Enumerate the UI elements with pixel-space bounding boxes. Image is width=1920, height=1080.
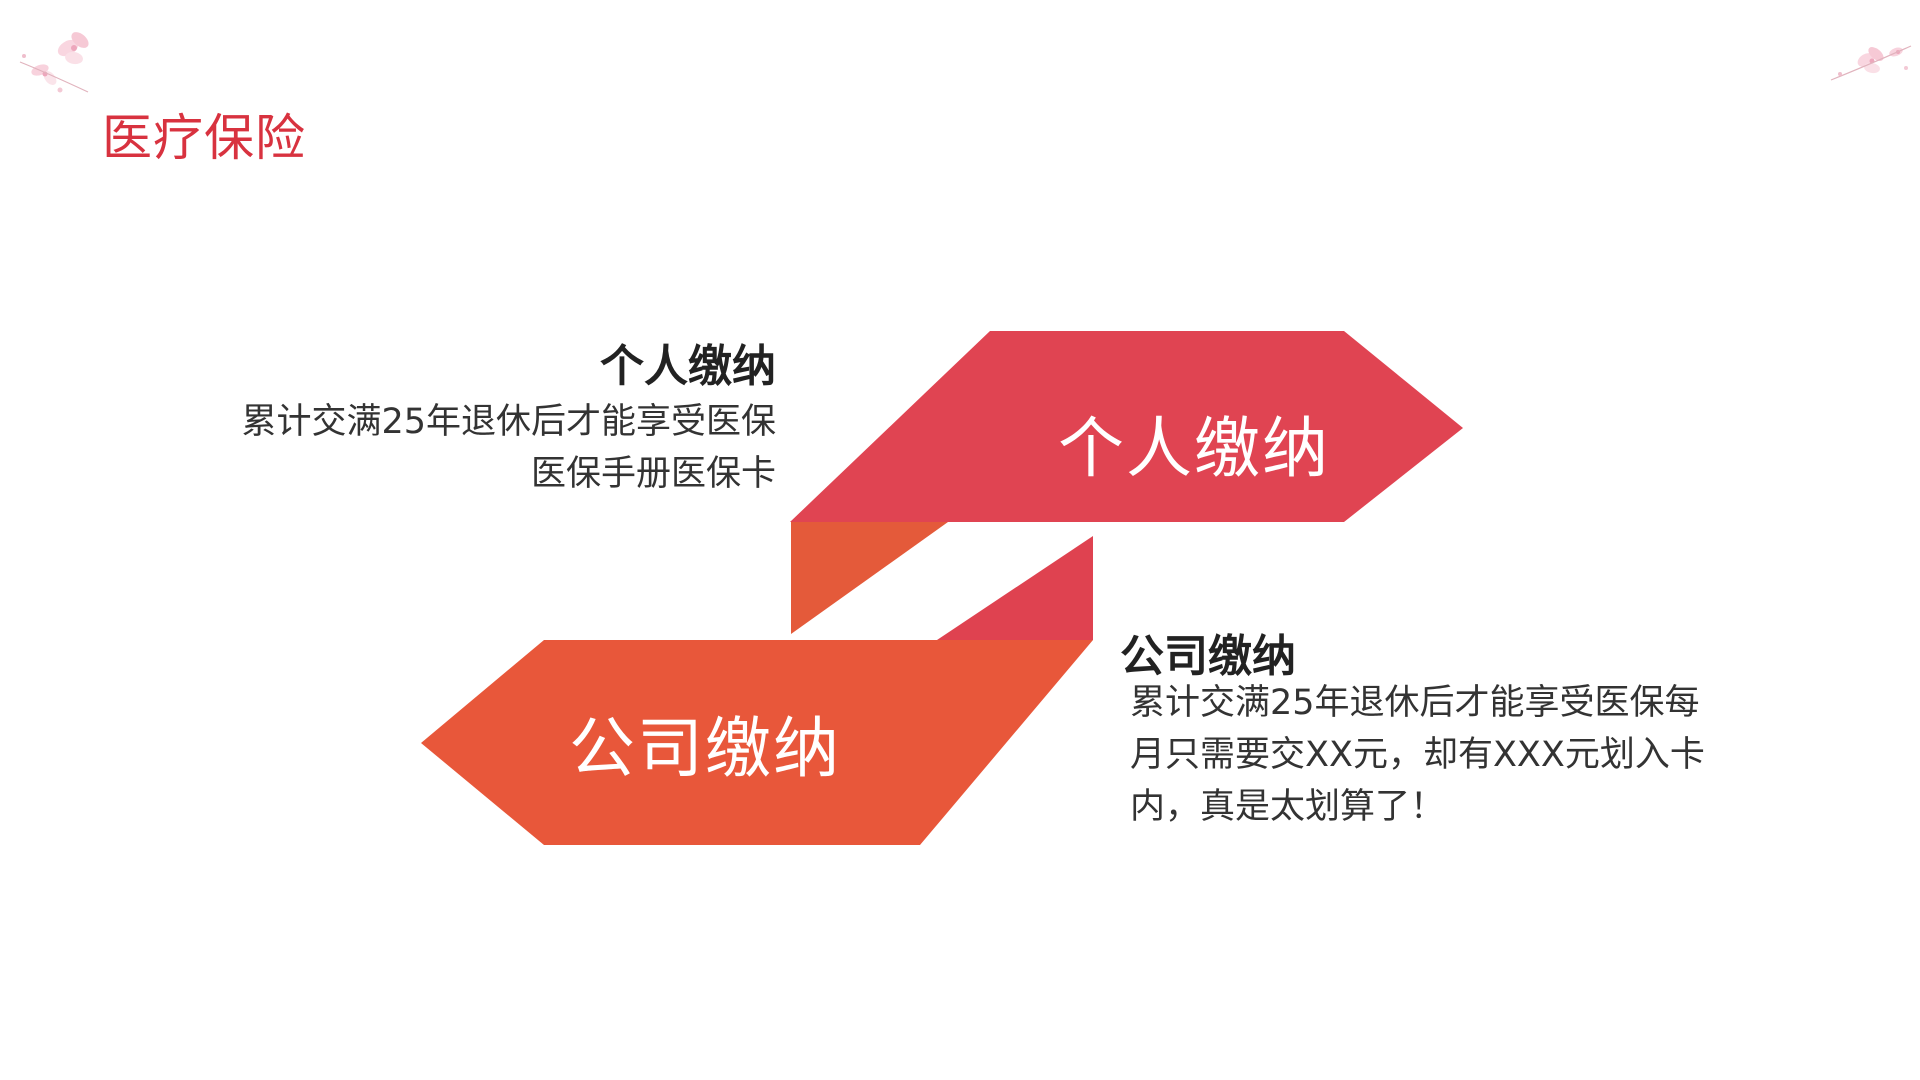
personal-description: 累计交满25年退休后才能享受医保 医保手册医保卡 [241, 396, 776, 500]
personal-shape-label: 个人缴纳 [1058, 410, 1330, 487]
company-shape-label: 公司缴纳 [569, 710, 841, 787]
company-line-1: 累计交满25年退休后才能享受医保每 [1130, 683, 1700, 723]
company-line-2: 月只需要交XX元，却有XXX元划入卡 [1130, 735, 1705, 775]
personal-heading: 个人缴纳 [600, 341, 776, 392]
personal-line-2: 医保手册医保卡 [530, 454, 776, 494]
fold-right-band [937, 536, 1093, 640]
company-description: 累计交满25年退休后才能享受医保每 月只需要交XX元，却有XXX元划入卡 内，真… [1130, 677, 1705, 833]
company-line-3: 内，真是太划算了！ [1130, 787, 1446, 827]
page-title: 医疗保险 [102, 109, 306, 167]
cherry-blossom-icon [1830, 45, 1912, 81]
company-arrow-shape [421, 640, 1093, 845]
cherry-blossom-icon [19, 32, 89, 93]
personal-line-1: 累计交满25年退休后才能享受医保 [241, 402, 776, 442]
personal-arrow-shape [790, 331, 1463, 522]
company-heading: 公司缴纳 [1120, 631, 1296, 682]
fold-left-band [791, 522, 948, 634]
